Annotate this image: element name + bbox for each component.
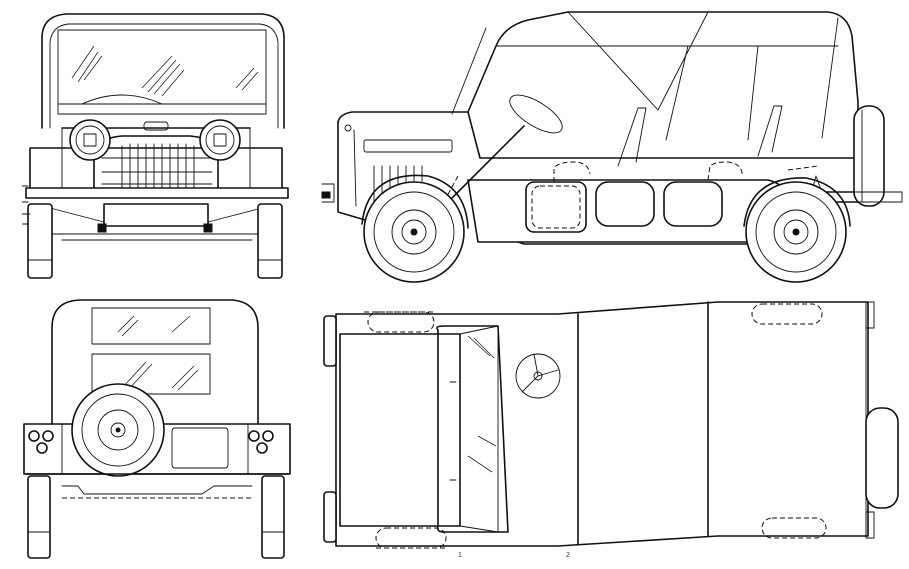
front-body: [30, 148, 282, 194]
side-door-panel-3: [664, 182, 722, 226]
top-front-wheel-right: [376, 528, 446, 548]
top-rear-wheel-right: [762, 518, 826, 538]
top-rear-wheel-left: [752, 304, 822, 324]
rear-lamp-right-1: [249, 431, 259, 441]
tick-mark-1: 1: [458, 552, 462, 559]
top-bonnet: [340, 334, 460, 526]
rear-view: [22, 296, 292, 564]
rear-number-plate: [172, 428, 228, 468]
front-skid-plate: [104, 204, 208, 226]
front-hood-frame: [42, 14, 284, 128]
side-canopy: [468, 12, 858, 146]
front-view: [22, 8, 290, 282]
front-wheel-right: [258, 204, 282, 278]
rear-window-upper: [92, 308, 210, 344]
top-outline: [336, 302, 868, 546]
tick-mark-2: 2: [566, 552, 570, 559]
rear-window-lower: [92, 354, 210, 394]
front-windscreen: [58, 30, 266, 114]
top-view: 1 2: [318, 296, 903, 564]
front-bumper: [26, 188, 288, 198]
rear-lamp-left-1: [29, 431, 39, 441]
top-front-wheel-left: [368, 312, 434, 332]
front-grille: [94, 136, 218, 194]
top-spare-wheel: [866, 408, 898, 508]
side-door-panel-2: [596, 182, 654, 226]
rear-wheel-right: [262, 476, 284, 558]
front-wheel-left: [28, 204, 52, 278]
rear-wheel-left: [28, 476, 50, 558]
side-body-top: [338, 112, 858, 192]
side-view: [318, 6, 903, 288]
side-door-panel-1: [526, 182, 586, 232]
rear-canopy: [52, 300, 258, 424]
side-spare-wheel: [854, 106, 884, 206]
top-steering-wheel: [516, 354, 560, 398]
